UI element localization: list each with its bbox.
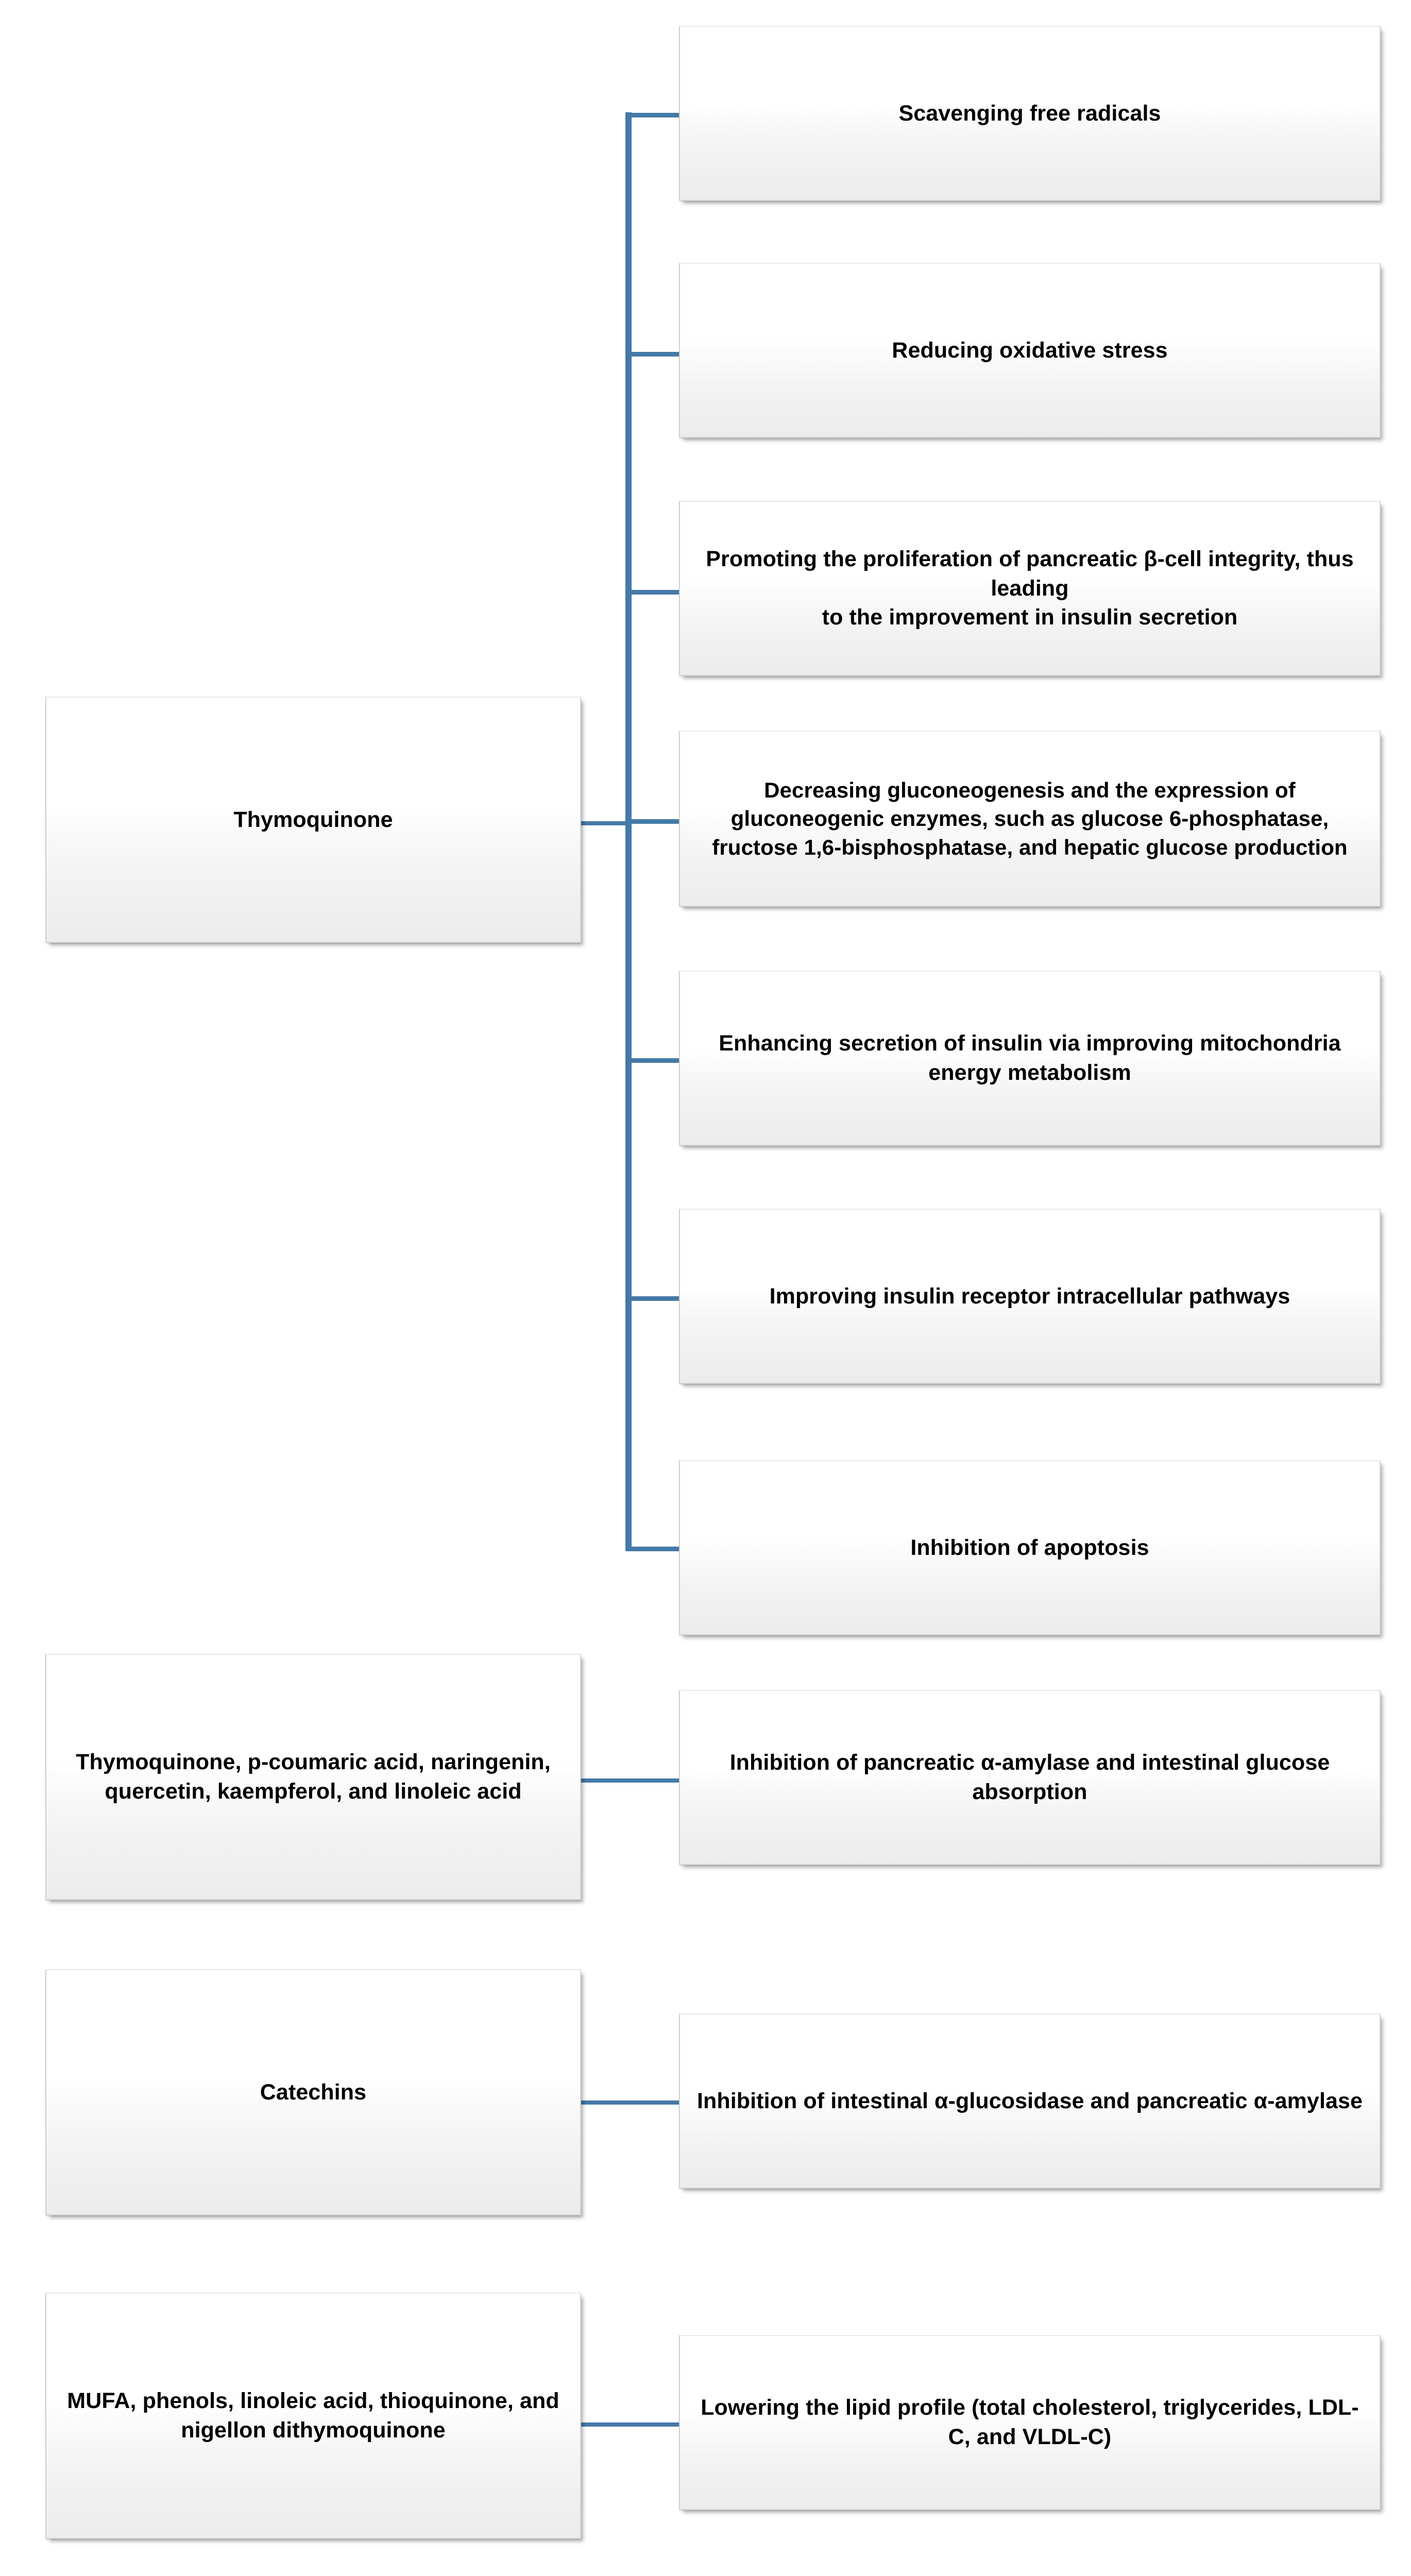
connector-group-mufa	[581, 2422, 681, 2427]
effect-node-decreasing-gluconeogenesis[interactable]: Decreasing gluconeogenesis and the expre…	[679, 731, 1381, 907]
source-node-thymoquinone[interactable]: Thymoquinone	[45, 697, 581, 943]
source-node-label: Catechins	[260, 2079, 367, 2105]
effect-node-scavenging-free-radicals[interactable]: Scavenging free radicals	[679, 26, 1381, 201]
source-node-label: Thymoquinone, p-coumaric acid, naringeni…	[76, 1750, 551, 1804]
effect-node-label: Decreasing gluconeogenesis and the expre…	[712, 777, 1348, 859]
effect-node-inhibition-of-apoptosis[interactable]: Inhibition of apoptosis	[679, 1460, 1381, 1635]
connector-trunk-thymoquinone	[625, 112, 632, 1551]
effect-node-enhancing-insulin-secretion[interactable]: Enhancing secretion of insulin via impro…	[679, 971, 1381, 1146]
connector-group-mixed-phenolics	[581, 1778, 681, 1783]
connector-branch-2	[630, 352, 681, 357]
connector-group-catechins	[581, 2100, 681, 2105]
connector-branch-5	[630, 1058, 681, 1063]
effect-node-label: Improving insulin receptor intracellular…	[769, 1283, 1290, 1309]
effect-node-label: Inhibition of pancreatic α-amylase and i…	[729, 1750, 1330, 1804]
source-node-catechins[interactable]: Catechins	[45, 1969, 581, 2215]
effect-node-label: Lowering the lipid profile (total choles…	[701, 2395, 1359, 2449]
connector-branch-7	[630, 1547, 681, 1551]
effect-node-insulin-receptor-pathways[interactable]: Improving insulin receptor intracellular…	[679, 1209, 1381, 1384]
effect-node-label: Reducing oxidative stress	[892, 337, 1168, 363]
connector-branch-3	[630, 590, 681, 595]
connector-branch-6	[630, 1296, 681, 1301]
source-node-label: Thymoquinone	[233, 807, 393, 832]
effect-node-beta-cell-proliferation[interactable]: Promoting the proliferation of pancreati…	[679, 501, 1381, 676]
source-node-label: MUFA, phenols, linoleic acid, thioquinon…	[67, 2388, 559, 2443]
effect-node-reducing-oxidative-stress[interactable]: Reducing oxidative stress	[679, 263, 1381, 438]
effect-node-label: Scavenging free radicals	[898, 100, 1161, 126]
effect-node-alpha-glucosidase-amylase[interactable]: Inhibition of intestinal α-glucosidase a…	[679, 2013, 1381, 2189]
source-node-mufa[interactable]: MUFA, phenols, linoleic acid, thioquinon…	[45, 2293, 581, 2539]
effect-node-label: Promoting the proliferation of pancreati…	[706, 546, 1354, 630]
effect-node-lowering-lipid-profile[interactable]: Lowering the lipid profile (total choles…	[679, 2335, 1381, 2510]
effect-node-label: Inhibition of intestinal α-glucosidase a…	[696, 2088, 1363, 2113]
connector-stub-thymoquinone	[581, 821, 627, 825]
connector-branch-4	[630, 819, 681, 824]
source-node-mixed-phenolics[interactable]: Thymoquinone, p-coumaric acid, naringeni…	[45, 1654, 581, 1900]
effect-node-label: Enhancing secretion of insulin via impro…	[719, 1031, 1341, 1085]
effect-node-alpha-amylase-glucose-absorption[interactable]: Inhibition of pancreatic α-amylase and i…	[679, 1690, 1381, 1865]
effect-node-label: Inhibition of apoptosis	[910, 1535, 1149, 1560]
connector-branch-1	[630, 113, 681, 117]
